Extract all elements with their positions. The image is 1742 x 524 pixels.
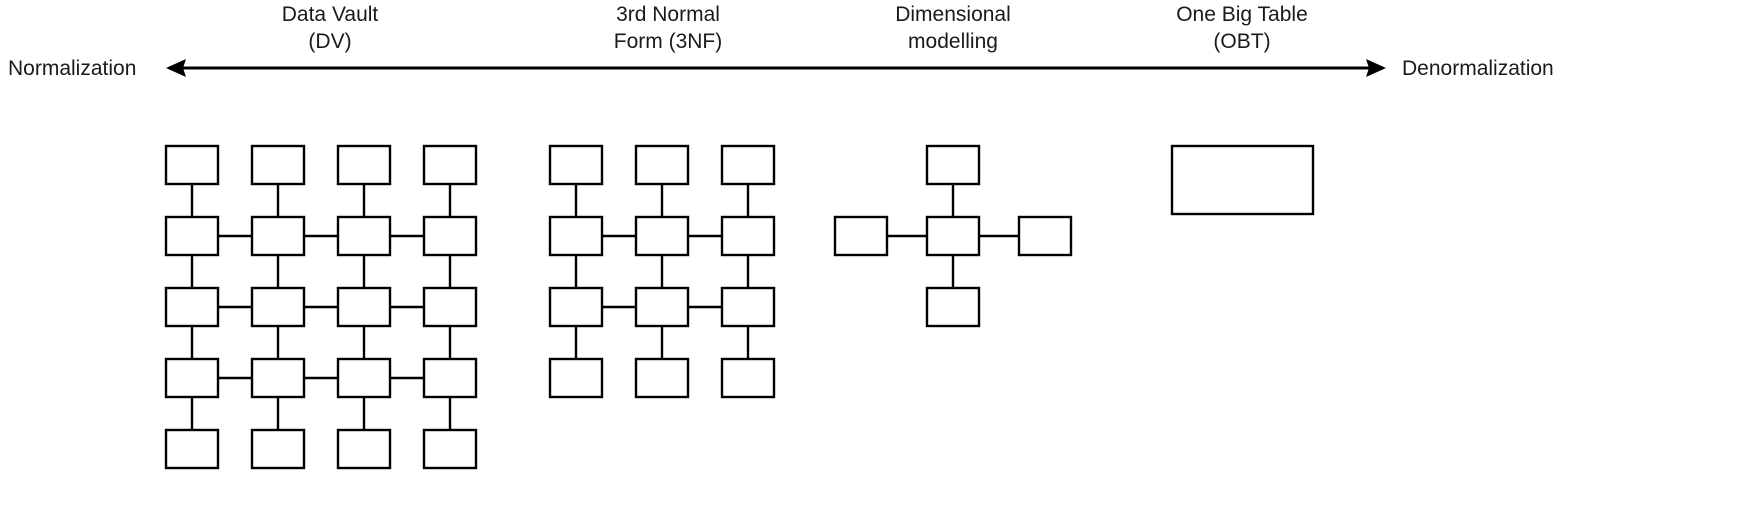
third-normal-form-table-box xyxy=(634,357,690,399)
column-label-dimensional-line1: Dimensional xyxy=(895,3,1011,26)
axis-label-normalization: Normalization xyxy=(8,57,136,80)
third-normal-form-table-box xyxy=(720,144,776,186)
one-big-table-box xyxy=(1170,144,1315,216)
data-vault-table-box xyxy=(164,357,220,399)
data-vault-table-box xyxy=(422,286,478,328)
model-graphics-layer xyxy=(164,144,1315,470)
data-vault-table-box xyxy=(422,215,478,257)
axis-arrowhead-right xyxy=(1366,59,1386,77)
data-vault-table-box xyxy=(336,286,392,328)
third-normal-form-table-box xyxy=(634,215,690,257)
data-vault-table-box xyxy=(164,428,220,470)
dimensional-left-table-box xyxy=(833,215,889,257)
column-label-data-vault-line2: (DV) xyxy=(308,30,351,53)
data-vault-table-box xyxy=(336,428,392,470)
third-normal-form-table-box xyxy=(548,215,604,257)
data-vault-table-box xyxy=(336,144,392,186)
data-vault-table-box xyxy=(422,357,478,399)
data-vault-table-box xyxy=(336,215,392,257)
data-vault-table-box xyxy=(422,144,478,186)
data-vault-table-box xyxy=(250,286,306,328)
data-vault-table-box xyxy=(250,215,306,257)
dimensional-right-table-box xyxy=(1017,215,1073,257)
third-normal-form-table-box xyxy=(634,286,690,328)
data-vault-table-box xyxy=(250,357,306,399)
column-label-obt-line1: One Big Table xyxy=(1176,3,1308,26)
third-normal-form-table-box xyxy=(548,144,604,186)
third-normal-form-table-box xyxy=(720,357,776,399)
dimensional-top-table-box xyxy=(925,144,981,186)
axis-label-denormalization: Denormalization xyxy=(1402,57,1554,80)
column-label-3nf-line1: 3rd Normal xyxy=(616,3,720,26)
data-vault-table-box xyxy=(164,144,220,186)
data-vault-table-box xyxy=(250,428,306,470)
column-label-data-vault-line1: Data Vault xyxy=(282,3,379,26)
data-vault-table-box xyxy=(164,215,220,257)
third-normal-form-table-box xyxy=(720,215,776,257)
dimensional-center-table-box xyxy=(925,215,981,257)
third-normal-form-table-box xyxy=(720,286,776,328)
data-vault-table-box xyxy=(422,428,478,470)
data-vault-table-box xyxy=(164,286,220,328)
column-label-dimensional-line2: modelling xyxy=(908,30,998,53)
dimensional-bottom-table-box xyxy=(925,286,981,328)
third-normal-form-table-box xyxy=(634,144,690,186)
spectrum-axis xyxy=(166,59,1386,77)
data-vault-table-box xyxy=(250,144,306,186)
axis-arrowhead-left xyxy=(166,59,186,77)
column-label-3nf-line2: Form (3NF) xyxy=(614,30,723,53)
third-normal-form-table-box xyxy=(548,286,604,328)
column-label-obt-line2: (OBT) xyxy=(1213,30,1270,53)
data-vault-table-box xyxy=(336,357,392,399)
third-normal-form-table-box xyxy=(548,357,604,399)
